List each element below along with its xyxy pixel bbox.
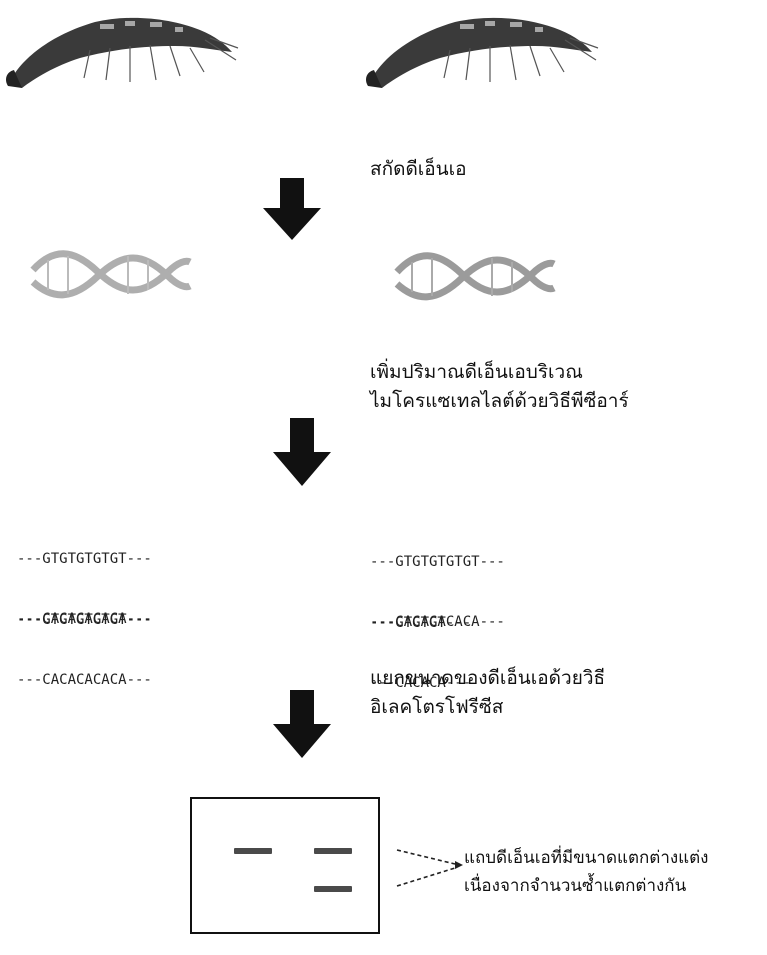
dna-band <box>314 848 352 854</box>
down-arrow-icon <box>273 690 331 758</box>
gel-electrophoresis-box <box>190 797 380 934</box>
step-1-label: สกัดดีเอ็นเอ <box>370 155 467 184</box>
down-arrow-icon <box>263 178 321 240</box>
dna-band <box>234 848 272 854</box>
sequence-line: ---GTGTGTGTGT--- <box>17 612 152 628</box>
dna-helix-right-icon <box>392 250 557 305</box>
gel-annotation: แถบดีเอ็นเอที่มีขนาดแตกต่างแต่ง เนื่องจา… <box>464 844 708 900</box>
sequence-line: ---GTGTGTGTGT--- <box>370 554 505 570</box>
sequence-line: ---GTGTGT--- <box>370 615 472 631</box>
sequence-line: ---CACACACACA--- <box>370 614 505 630</box>
sequence-line: ---CACACA--- <box>370 675 472 691</box>
sequence-left-allele-1: ---GTGTGTGTGT--- ---CACACACACA--- <box>17 509 152 649</box>
step-2-line-2: ไมโครแซเทลไลต์ด้วยวิธีพีซีอาร์ <box>370 390 629 412</box>
step-2-label: เพิ่มปริมาณดีเอ็นเอบริเวณ ไมโครแซเทลไลต์… <box>370 358 629 416</box>
sequence-right-allele-1: ---GTGTGTGTGT--- ---CACACACACA--- <box>370 512 505 652</box>
sequence-right-allele-2: ---GTGTGT--- ---CACACA--- <box>370 573 471 713</box>
sequence-line: ---CACACACACA--- <box>17 672 152 688</box>
gel-annotation-line-1: แถบดีเอ็นเอที่มีขนาดแตกต่างแต่ง <box>464 848 709 868</box>
annotation-pointer-lines <box>395 836 465 892</box>
dna-band <box>314 886 352 892</box>
down-arrow-icon <box>273 418 331 486</box>
step-2-line-1: เพิ่มปริมาณดีเอ็นเอบริเวณ <box>370 361 583 383</box>
shrimp-left-icon <box>0 0 240 100</box>
step-3-line-2: อิเลคโตรโฟรีซีส <box>370 696 504 718</box>
shrimp-right-icon <box>360 0 600 100</box>
sequence-line: ---CACACACACA--- <box>17 611 152 627</box>
step-3-line-1: แยกขนาดของดีเอ็นเอด้วยวิธี <box>370 667 606 689</box>
dna-helix-left-icon <box>28 250 193 300</box>
gel-annotation-line-2: เนื่องจากจำนวนซ้ำแตกต่างกัน <box>464 876 687 896</box>
sequence-left-allele-2: ---GTGTGTGTGT--- ---CACACACACA--- <box>17 570 152 710</box>
sequence-line: ---GTGTGTGTGT--- <box>17 551 152 567</box>
step-1-line-1: สกัดดีเอ็นเอ <box>370 158 467 180</box>
step-3-label: แยกขนาดของดีเอ็นเอด้วยวิธี อิเลคโตรโฟรีซ… <box>370 664 605 722</box>
